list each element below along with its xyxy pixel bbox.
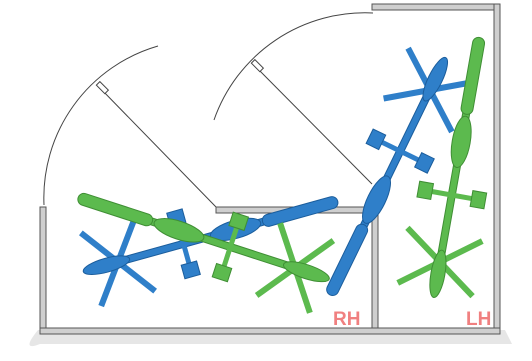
door-swing-arc-left	[43, 45, 159, 206]
wall-right	[493, 3, 501, 334]
door-leaf-left	[99, 87, 217, 208]
label-lh: LH	[466, 309, 491, 330]
door-leaf-right	[254, 65, 373, 185]
wall-bottom	[39, 327, 501, 335]
wall-left-stall-left	[39, 206, 47, 334]
door-handle-right	[250, 58, 265, 73]
door-swing-arc-right	[213, 12, 374, 121]
door-handle-left	[95, 80, 110, 95]
wall-divider	[371, 206, 379, 334]
label-rh: RH	[333, 309, 360, 330]
wall-right-stall-top	[371, 3, 497, 11]
